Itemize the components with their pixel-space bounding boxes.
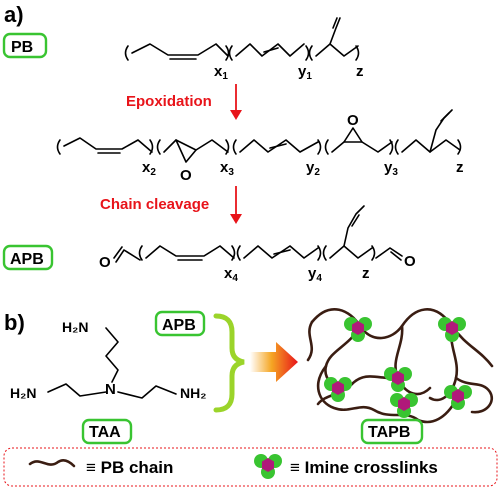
arrow-cleavage-head xyxy=(230,214,242,224)
taa-n: N xyxy=(105,381,116,398)
crosslink-node-4 xyxy=(324,377,352,402)
apb-z3: z xyxy=(362,265,370,282)
apb-b-label: APB xyxy=(162,317,196,334)
pb-label-box xyxy=(2,32,48,59)
epox-z2: z xyxy=(456,159,464,176)
crosslink-node-5 xyxy=(444,385,472,410)
taa-nh2-top: H₂N xyxy=(62,319,88,335)
fat-arrow xyxy=(250,342,298,382)
epox-x2: x2 xyxy=(142,159,156,178)
legend-chain-icon xyxy=(28,459,76,468)
epoxidized-pb-structure xyxy=(56,109,462,163)
pb-structure xyxy=(124,17,360,61)
legend-crosslink-icon xyxy=(254,454,282,479)
apb-o-left: O xyxy=(99,254,111,271)
legend-box xyxy=(3,447,498,487)
step-cleavage: Chain cleavage xyxy=(100,196,209,213)
epox-y2: y2 xyxy=(306,159,320,178)
apb-y4: y4 xyxy=(308,265,322,284)
epox-x3: x3 xyxy=(220,159,234,178)
crosslink-node-1 xyxy=(344,317,372,342)
crosslink-node-2 xyxy=(438,317,466,342)
arrow-epoxidation-head xyxy=(230,110,242,120)
tapb-label: TAPB xyxy=(368,424,410,441)
taa-nh2-right: NH₂ xyxy=(180,385,206,401)
green-brace xyxy=(213,313,245,413)
legend-crosslink-label: ≡ Imine crosslinks xyxy=(290,458,438,477)
apb-b-label-box xyxy=(154,310,206,337)
epox-o-1: O xyxy=(180,167,192,184)
crosslink-node-6 xyxy=(390,393,418,418)
taa-structure xyxy=(47,327,177,399)
taa-label: TAA xyxy=(89,424,121,441)
panel-label-b: b) xyxy=(4,310,25,335)
crosslink-node-3 xyxy=(384,367,412,392)
apb-o-right: O xyxy=(404,253,416,270)
tapb-label-box xyxy=(360,418,424,445)
step-epoxidation: Epoxidation xyxy=(126,93,212,110)
legend-chain-label: ≡ PB chain xyxy=(86,458,173,477)
taa-nh2-left: H₂N xyxy=(10,385,36,401)
pb-x1: x1 xyxy=(214,63,228,82)
pb-y1: y1 xyxy=(298,63,312,82)
apb-label: APB xyxy=(10,251,44,268)
epox-o-2: O xyxy=(347,112,359,129)
pb-z1: z xyxy=(356,63,364,80)
epox-y3: y3 xyxy=(384,159,398,178)
apb-label-box xyxy=(2,244,54,271)
apb-structure xyxy=(113,205,403,263)
pb-label: PB xyxy=(11,39,33,56)
taa-label-box xyxy=(81,418,133,445)
apb-x4: x4 xyxy=(224,265,238,284)
panel-label-a: a) xyxy=(4,2,24,27)
